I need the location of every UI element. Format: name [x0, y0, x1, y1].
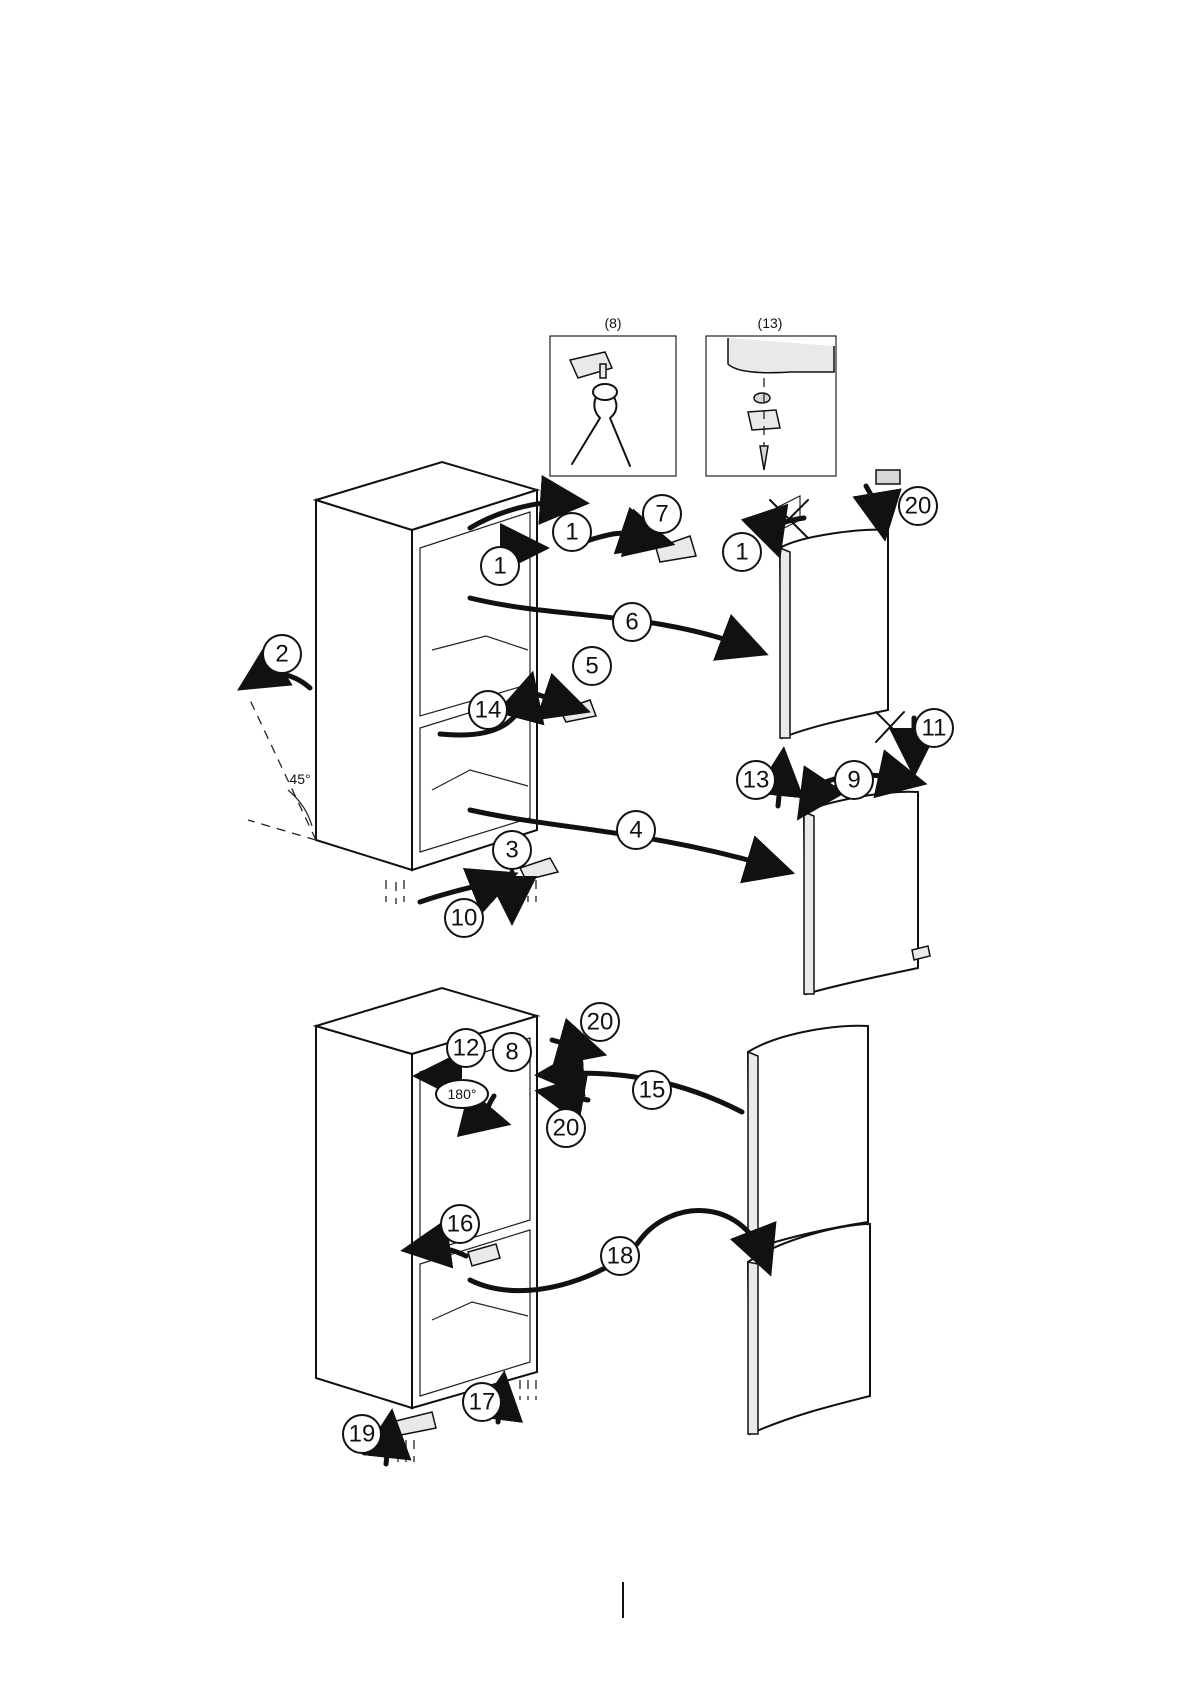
callout-3: 3	[493, 831, 531, 869]
svg-text:10: 10	[451, 905, 478, 932]
callout-1c: 1	[723, 533, 761, 571]
svg-text:13: 13	[743, 767, 770, 794]
svg-text:14: 14	[475, 697, 502, 724]
freezer-door-reinstalled	[748, 1026, 868, 1250]
fridge-door-removed	[804, 792, 930, 994]
svg-text:20: 20	[905, 493, 932, 520]
svg-text:12: 12	[453, 1035, 480, 1062]
callout-19: 19	[343, 1415, 381, 1453]
svg-text:9: 9	[847, 767, 860, 794]
callout-20a: 20	[899, 487, 937, 525]
callout-11: 11	[915, 709, 953, 747]
svg-text:17: 17	[469, 1389, 496, 1416]
callout-7: 7	[643, 495, 681, 533]
callout-2: 2	[263, 635, 301, 673]
svg-text:11: 11	[922, 715, 947, 742]
page-marker-line	[622, 1582, 624, 1618]
callout-8: 8	[493, 1033, 531, 1071]
callout-6: 6	[613, 603, 651, 641]
inset-label-13: (13)	[758, 315, 783, 331]
callout-10: 10	[445, 899, 483, 937]
callout-17: 17	[463, 1383, 501, 1421]
svg-text:1: 1	[565, 519, 578, 546]
svg-text:2: 2	[275, 641, 288, 668]
callout-15: 15	[633, 1071, 671, 1109]
callout-9: 9	[835, 761, 873, 799]
fridge-door-reinstalled	[748, 1224, 870, 1434]
angle-label: 45°	[289, 771, 310, 787]
callout-14: 14	[469, 691, 507, 729]
cross-out-icon-bottom	[876, 712, 904, 742]
svg-text:6: 6	[625, 609, 638, 636]
callout-18: 18	[601, 1237, 639, 1275]
svg-text:8: 8	[505, 1039, 518, 1066]
callout-1b: 1	[553, 513, 591, 551]
inset-box-13: (13)	[706, 315, 836, 476]
inset-box-8: (8)	[550, 315, 676, 476]
svg-text:5: 5	[585, 653, 598, 680]
svg-text:18: 18	[607, 1243, 634, 1270]
svg-text:20: 20	[553, 1115, 580, 1142]
callout-4: 4	[617, 811, 655, 849]
svg-text:19: 19	[349, 1421, 376, 1448]
callout-20c: 20	[547, 1109, 585, 1147]
svg-text:20: 20	[587, 1009, 614, 1036]
svg-text:16: 16	[447, 1211, 474, 1238]
svg-text:7: 7	[655, 501, 668, 528]
inset-label-8: (8)	[604, 315, 621, 331]
callout-12: 12	[447, 1029, 485, 1067]
svg-text:15: 15	[639, 1077, 666, 1104]
svg-text:1: 1	[493, 553, 506, 580]
callout-5: 5	[573, 647, 611, 685]
svg-text:4: 4	[629, 817, 642, 844]
rotation-label: 180°	[448, 1086, 477, 1102]
callout-1a: 1	[481, 547, 519, 585]
callout-16: 16	[441, 1205, 479, 1243]
callout-20b: 20	[581, 1003, 619, 1041]
freezer-door-removed	[780, 530, 888, 738]
callout-13: 13	[737, 761, 775, 799]
svg-text:3: 3	[505, 837, 518, 864]
svg-text:1: 1	[735, 539, 748, 566]
hinge-cover-cap	[876, 470, 900, 484]
